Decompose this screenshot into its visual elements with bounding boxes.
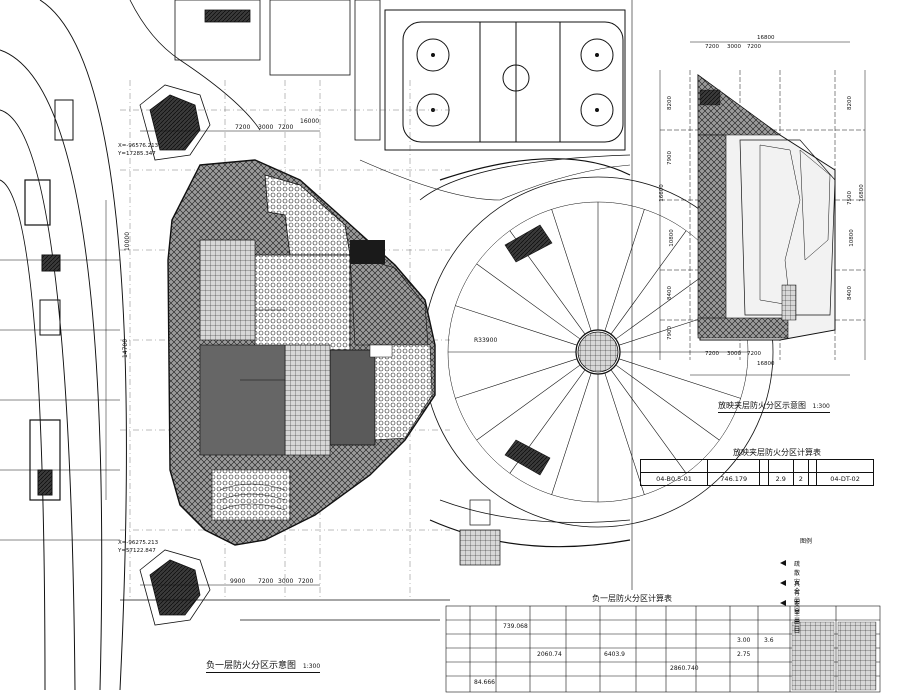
top-structures [129,0,381,141]
coord-label: X=-96576.213 [118,143,159,149]
sub-plan-zone [697,74,836,341]
arena-spoke [604,209,645,332]
dim-label: 14700 [122,338,130,359]
sub-dim-label: 16600 [658,184,665,202]
big-table-value: 2860.740 [670,665,699,672]
fire-zone-main [167,159,436,546]
sub-scale-text: 1:300 [812,403,830,410]
sub-dim-label: 16800 [858,184,865,202]
main-plan-title: 负一层防火分区示意图 1:300 [206,658,321,673]
dim-label: 3000 [278,578,294,585]
dim-label: 3000 [258,124,274,131]
dim-label: 10000 [124,231,132,252]
small-table-title: 放映夹层防火分区计算表 [733,448,821,457]
dim-label: 7200 [298,578,314,585]
sub-dim-label: 8400 [667,286,673,300]
arena-spoke [551,372,592,495]
big-table-title: 负一层防火分区计算表 [592,594,672,603]
arena-spoke [618,358,741,399]
coord-label: Y=17285.347 [118,151,156,157]
small-table-row: 04-B0.5-01 746.179 2.9 2 04-DT-02 [639,472,874,486]
cell-distance: 2.9 [767,472,794,486]
big-table-value: 6403.9 [604,651,625,658]
arena-spoke [551,209,592,332]
cell-note [807,472,818,486]
stair-blocks [139,84,211,626]
big-table-value: 2060.74 [537,651,562,658]
left-curved-building [0,0,127,691]
sub-dim-label: 7900 [667,151,673,165]
arena-stands [504,224,619,476]
big-table-value: 2.75 [737,651,751,658]
main-scale-text: 1:300 [302,663,321,670]
sub-dim-label: 3000 [727,351,741,357]
dim-label: 7200 [235,124,251,131]
radius-label: R33900 [474,337,498,344]
sub-dim-label: 16800 [757,361,775,367]
sub-dim-label: 10800 [848,229,855,247]
arena-spoke [610,369,687,474]
cell-exits: 2 [792,472,809,486]
coord-label: Y=57122.847 [118,548,156,554]
sub-dim-label: 8200 [847,96,853,110]
bottom-edges [120,499,501,621]
exit-arrow-icon [780,560,786,566]
small-calc-table: 04-B0.5-01 746.179 2.9 2 04-DT-02 [639,459,874,486]
arena-spoke [610,230,687,335]
sub-dim-label: 8400 [847,286,853,300]
arena-spoke [615,364,720,441]
coord-label: X=-96275.213 [118,540,159,546]
arena-spoke [604,372,645,495]
hockey-rink [384,9,626,151]
sub-plan-title: 放映夹层防火分区示意图 1:300 [718,400,830,413]
exit-arrow-icon [780,580,786,586]
sub-dim-label: 7200 [705,44,719,50]
arena-spoke [455,358,578,399]
sub-dim-label: 3000 [727,44,741,50]
sub-dim-label: 7200 [747,44,761,50]
cell-zone-id: 04-B0.5-01 [639,472,709,486]
cell-stair: 04-DT-02 [816,472,874,486]
legend-title: 图例 [800,538,813,545]
sub-dim-label: 8200 [667,96,673,110]
big-table-value: 84.666 [474,679,495,686]
exit-arrow-icon [780,600,786,606]
dim-label: 16000 [300,118,320,125]
dim-label: 9900 [230,578,246,585]
big-table-value: 739.068 [503,623,528,630]
arena-spoke [476,263,581,340]
big-table-value: 3.6 [764,637,774,644]
arena-spoke [476,364,581,441]
main-dimension-lines [105,130,320,586]
big-table-grid [445,605,881,693]
sub-dim-label: 7900 [667,326,673,340]
cell-area: 746.179 [707,472,761,486]
small-table-header-row [639,459,874,473]
sub-dim-label: 7200 [747,351,761,357]
dim-label: 7200 [278,124,294,131]
sub-dim-label: 7200 [705,351,719,357]
big-table-value: 3.00 [737,637,751,644]
arena-spoke [455,305,578,346]
sub-dim-label: 7500 [847,191,853,205]
main-title-text: 负一层防火分区示意图 [206,661,297,671]
cell-type [759,472,769,486]
sub-dim-label: 10800 [668,229,675,247]
sub-dim-label: 16800 [757,35,775,41]
dim-label: 7200 [258,578,274,585]
sub-title-text: 放映夹层防火分区示意图 [718,401,806,410]
